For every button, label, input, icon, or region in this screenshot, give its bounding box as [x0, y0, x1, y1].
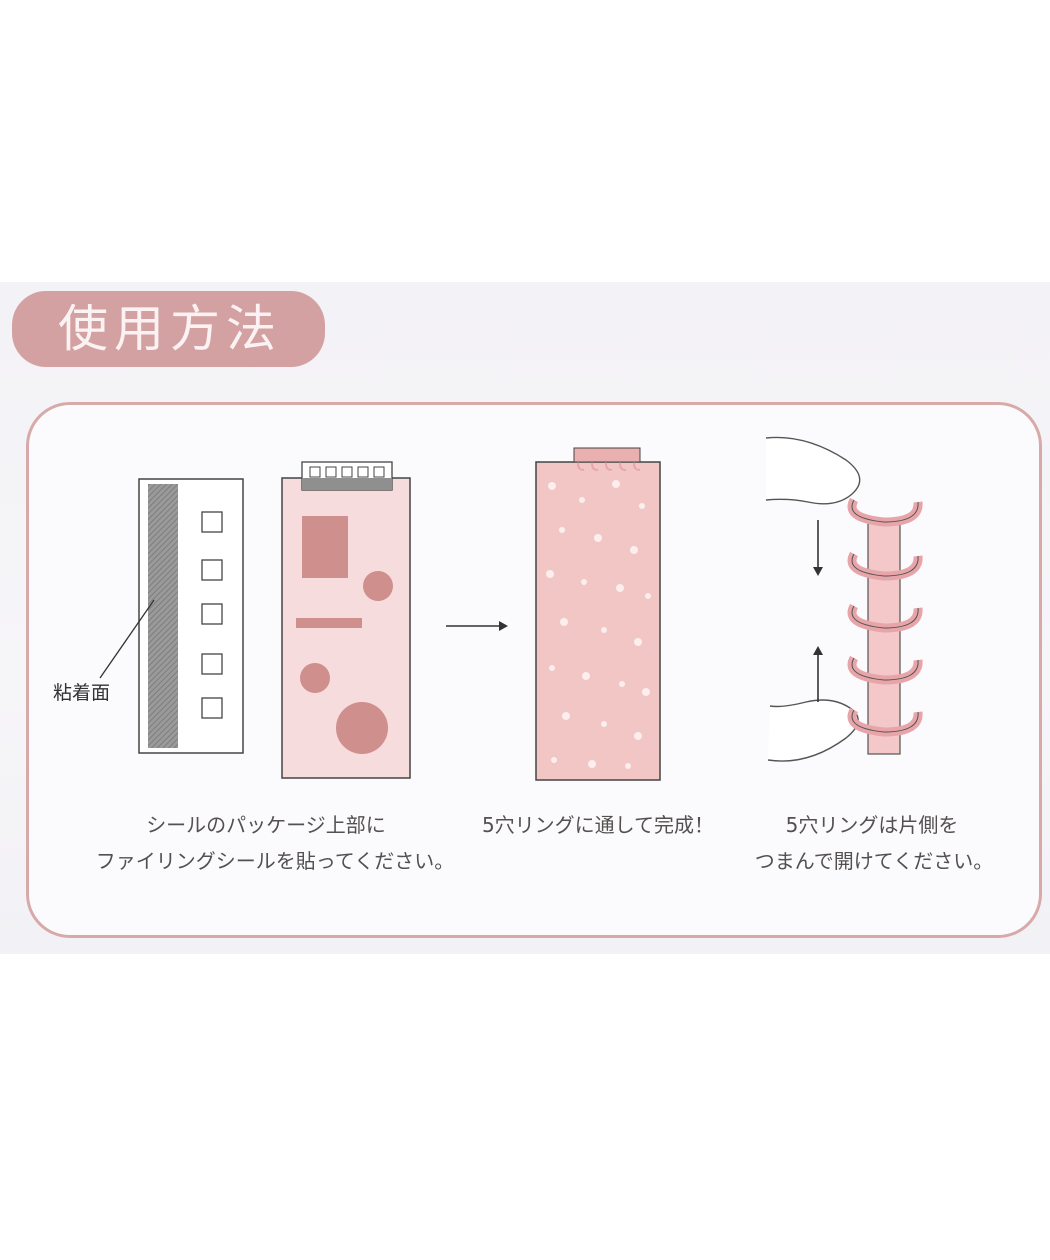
title-tab — [12, 291, 325, 367]
finished-ringbook-illustration — [535, 447, 661, 781]
step2-caption: 5穴リングに通して完成！ — [481, 813, 715, 837]
ring-binder-illustration — [765, 436, 923, 762]
step1-caption-line1: シールのパッケージ上部に — [146, 813, 386, 837]
pointer-line — [99, 599, 155, 679]
right-arrow-icon — [446, 621, 508, 631]
page-title: 使用方法 — [58, 300, 282, 358]
filing-sticker-illustration — [138, 478, 244, 754]
up-arrow-icon — [813, 646, 823, 702]
step3-caption-line2: つまんで開けてください。 — [754, 849, 994, 873]
step3-caption-line1: 5穴リングは片側を — [785, 813, 959, 837]
sticker-package-illustration — [281, 461, 411, 779]
adhesive-side-label: 粘着面 — [53, 682, 111, 704]
down-arrow-icon — [813, 520, 823, 576]
step1-caption-line2: ファイリングシールを貼ってください。 — [95, 849, 455, 873]
